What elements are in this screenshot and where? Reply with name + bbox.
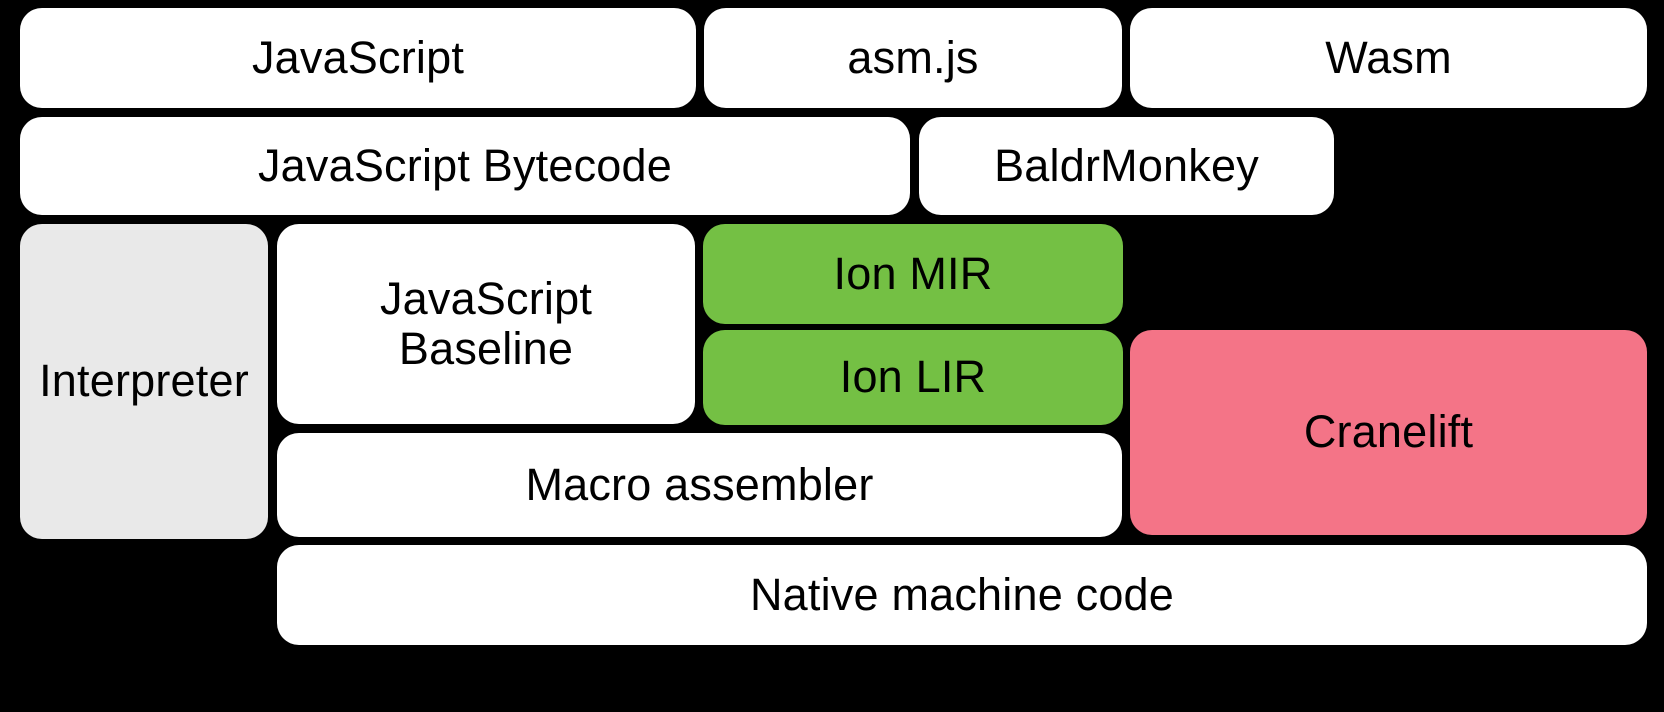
diagram-box-macro-assembler: Macro assembler [277, 433, 1122, 537]
diagram-box-ion-lir: Ion LIR [703, 330, 1123, 425]
diagram-box-wasm: Wasm [1130, 8, 1647, 108]
diagram-box-native-machine-code: Native machine code [277, 545, 1647, 645]
diagram-box-javascript-baseline: JavaScript Baseline [277, 224, 695, 424]
diagram-box-ion-mir: Ion MIR [703, 224, 1123, 324]
diagram-box-interpreter: Interpreter [20, 224, 268, 539]
diagram-box-cranelift: Cranelift [1130, 330, 1647, 535]
diagram-box-javascript: JavaScript [20, 8, 696, 108]
diagram-box-baldrmonkey: BaldrMonkey [919, 117, 1334, 215]
diagram-box-asm-js: asm.js [704, 8, 1122, 108]
diagram-box-javascript-bytecode: JavaScript Bytecode [20, 117, 910, 215]
